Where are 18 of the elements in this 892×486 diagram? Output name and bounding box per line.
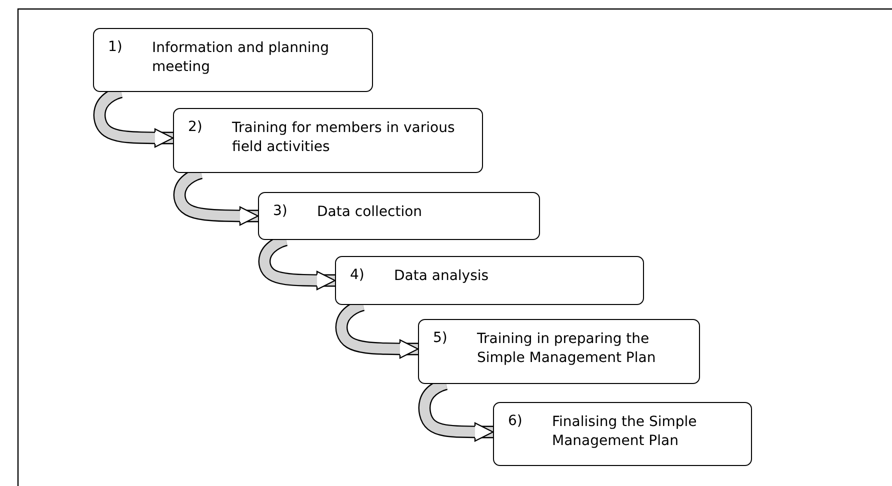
step-box: [335, 256, 644, 305]
step-box: [493, 402, 752, 466]
step-text: Information and planning meeting: [152, 39, 330, 77]
step-text: Training for members in various field activities: [232, 119, 456, 157]
step-box: [173, 108, 483, 173]
step-text: Training in preparing the Simple Management Plan: [477, 330, 657, 368]
step-box: [93, 28, 373, 92]
step-number: 2): [188, 119, 204, 135]
step-text: Data analysis: [394, 267, 489, 286]
step-box: [418, 319, 700, 384]
step-number: 5): [433, 330, 448, 346]
step-number: 4): [350, 267, 366, 283]
step-text: Data collection: [317, 203, 422, 222]
step-text: Finalising the Simple Management Plan: [552, 413, 698, 451]
step-number: 1): [108, 39, 124, 55]
step-box: [258, 192, 540, 240]
step-number: 6): [508, 413, 524, 429]
step-number: 3): [273, 203, 288, 219]
